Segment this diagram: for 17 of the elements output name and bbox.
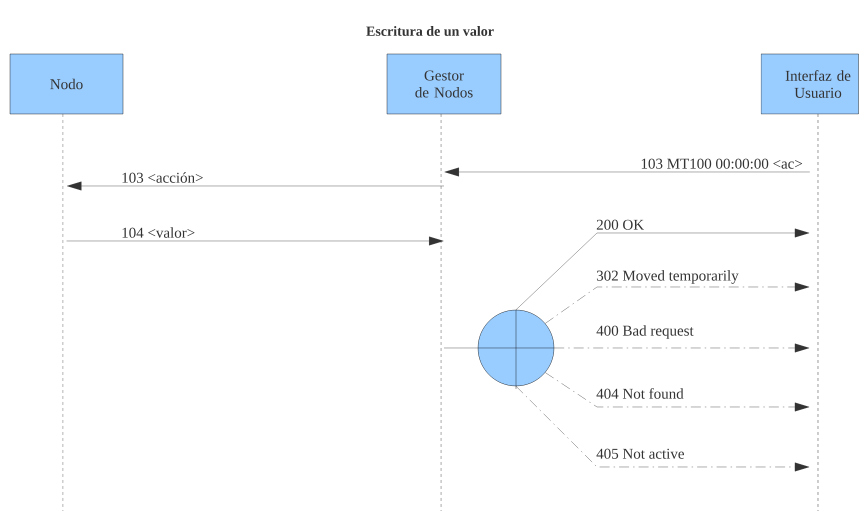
message-arrow — [554, 344, 810, 352]
message-arrow — [545, 372, 810, 412]
message-arrow — [67, 182, 444, 190]
message-arrow — [516, 228, 810, 310]
participant-lifeline: Nodo — [10, 54, 124, 511]
message-arrow — [516, 386, 810, 472]
edge-label: 405 Not active — [595, 448, 686, 460]
edge-label: 404 Not found — [595, 387, 685, 400]
edge-label: 200 OK — [595, 218, 646, 231]
message-arrow — [66, 236, 444, 246]
junction-circle — [478, 310, 554, 390]
message-arrow — [444, 168, 810, 176]
edge-label: 302 Moved temporarily — [595, 269, 740, 285]
participant-lifeline: Gestor de Nodos — [386, 54, 502, 511]
edge-label: 400 Bad request — [595, 324, 695, 340]
title: Escritura de un valor — [366, 26, 494, 36]
message-arrow — [545, 282, 810, 324]
